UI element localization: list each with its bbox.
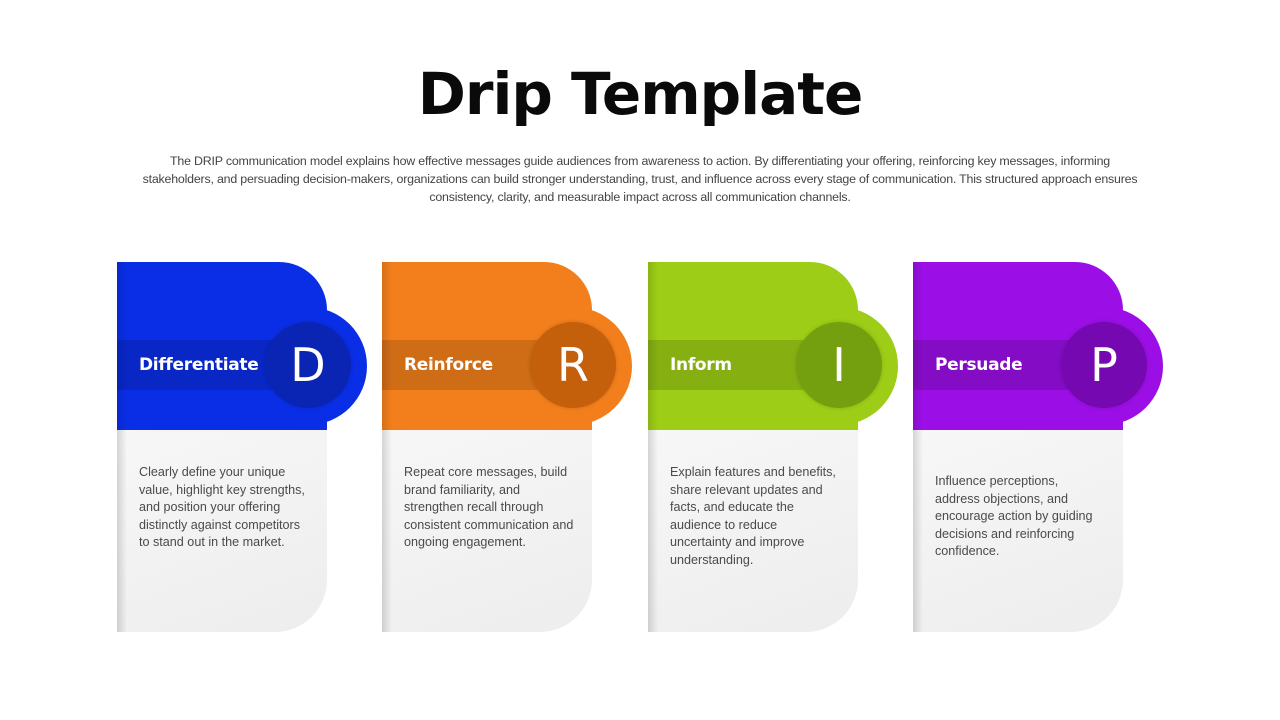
card-persuade: Persuade P Influence perceptions, addres… [913, 262, 1173, 634]
card-body [913, 430, 1123, 632]
edge-shade [913, 430, 923, 632]
card-label: Differentiate [139, 355, 259, 375]
edge-shade [117, 262, 127, 430]
letter-badge: P [1061, 322, 1147, 408]
card-description: Clearly define your unique value, highli… [139, 465, 305, 550]
page-subtitle: The DRIP communication model explains ho… [142, 154, 1138, 204]
card-body [382, 430, 592, 632]
edge-shade [913, 262, 923, 430]
card-body [648, 430, 858, 632]
edge-shade [648, 430, 658, 632]
card-description: Repeat core messages, build brand famili… [404, 465, 574, 550]
card-description: Influence perceptions, address objection… [935, 474, 1093, 559]
card-label: Persuade [935, 355, 1023, 375]
letter-badge: R [530, 322, 616, 408]
edge-shade [648, 262, 658, 430]
letter-badge: D [265, 322, 351, 408]
edge-shade [117, 430, 127, 632]
card-description: Explain features and benefits, share rel… [670, 465, 836, 567]
card-inform: Inform I Explain features and benefits, … [648, 262, 908, 634]
card-label: Reinforce [404, 355, 493, 375]
card-label: Inform [670, 355, 732, 375]
page-title: Drip Template [417, 60, 864, 128]
card-body [117, 430, 327, 632]
edge-shade [382, 430, 392, 632]
letter-badge: I [796, 322, 882, 408]
edge-shade [382, 262, 392, 430]
card-reinforce: Reinforce R Repeat core messages, build … [382, 262, 642, 634]
card-differentiate: Differentiate D Clearly define your uniq… [117, 262, 377, 634]
